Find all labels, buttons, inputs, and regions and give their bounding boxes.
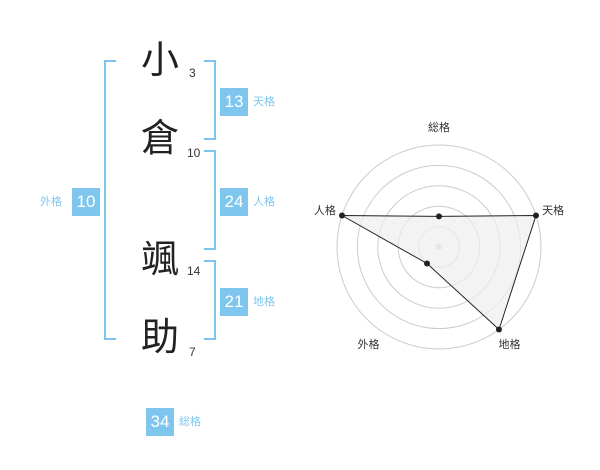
- tenkaku-value: 13: [220, 88, 248, 116]
- radar-point-2: [533, 212, 540, 219]
- radar-axis-label: 地格: [499, 337, 521, 351]
- radar-points: [338, 212, 540, 333]
- radar-point-5: [338, 212, 345, 219]
- radar-point-3: [495, 326, 502, 333]
- gaikaku-bracket: [104, 60, 116, 340]
- stroke-count-3: 14: [187, 264, 201, 278]
- radar-point-4: [424, 260, 431, 267]
- jinkaku-label: 人格: [253, 195, 275, 208]
- tenkaku-bracket: [204, 60, 216, 140]
- soukaku-value: 34: [146, 408, 174, 436]
- radar-axis-label: 人格: [314, 203, 336, 217]
- jinkaku-value: 24: [220, 188, 248, 216]
- stroke-count-2: 10: [187, 146, 201, 160]
- gaikaku-value: 10: [72, 188, 100, 216]
- radar-axis-label: 総格: [428, 120, 450, 134]
- jinkaku-bracket: [204, 150, 216, 250]
- name-char-3: 颯: [140, 237, 179, 281]
- radar-shape: [341, 214, 537, 331]
- chikaku-value: 21: [220, 288, 248, 316]
- name-char-4: 助: [140, 315, 179, 359]
- radar-grid-ring: [336, 144, 542, 350]
- radar-axis-label: 天格: [542, 203, 564, 217]
- tenkaku-label: 天格: [253, 95, 275, 108]
- stroke-count-4: 7: [189, 345, 196, 359]
- radar-axis-label: 外格: [357, 337, 379, 351]
- name-char-2: 倉: [140, 116, 179, 160]
- gaikaku-label: 外格: [40, 195, 62, 208]
- stroke-count-1: 3: [189, 66, 196, 80]
- radar-point-1: [436, 213, 442, 220]
- chikaku-bracket: [204, 260, 216, 340]
- soukaku-label: 総格: [179, 415, 201, 428]
- name-char-1: 小: [140, 38, 179, 82]
- chikaku-label: 地格: [253, 295, 275, 308]
